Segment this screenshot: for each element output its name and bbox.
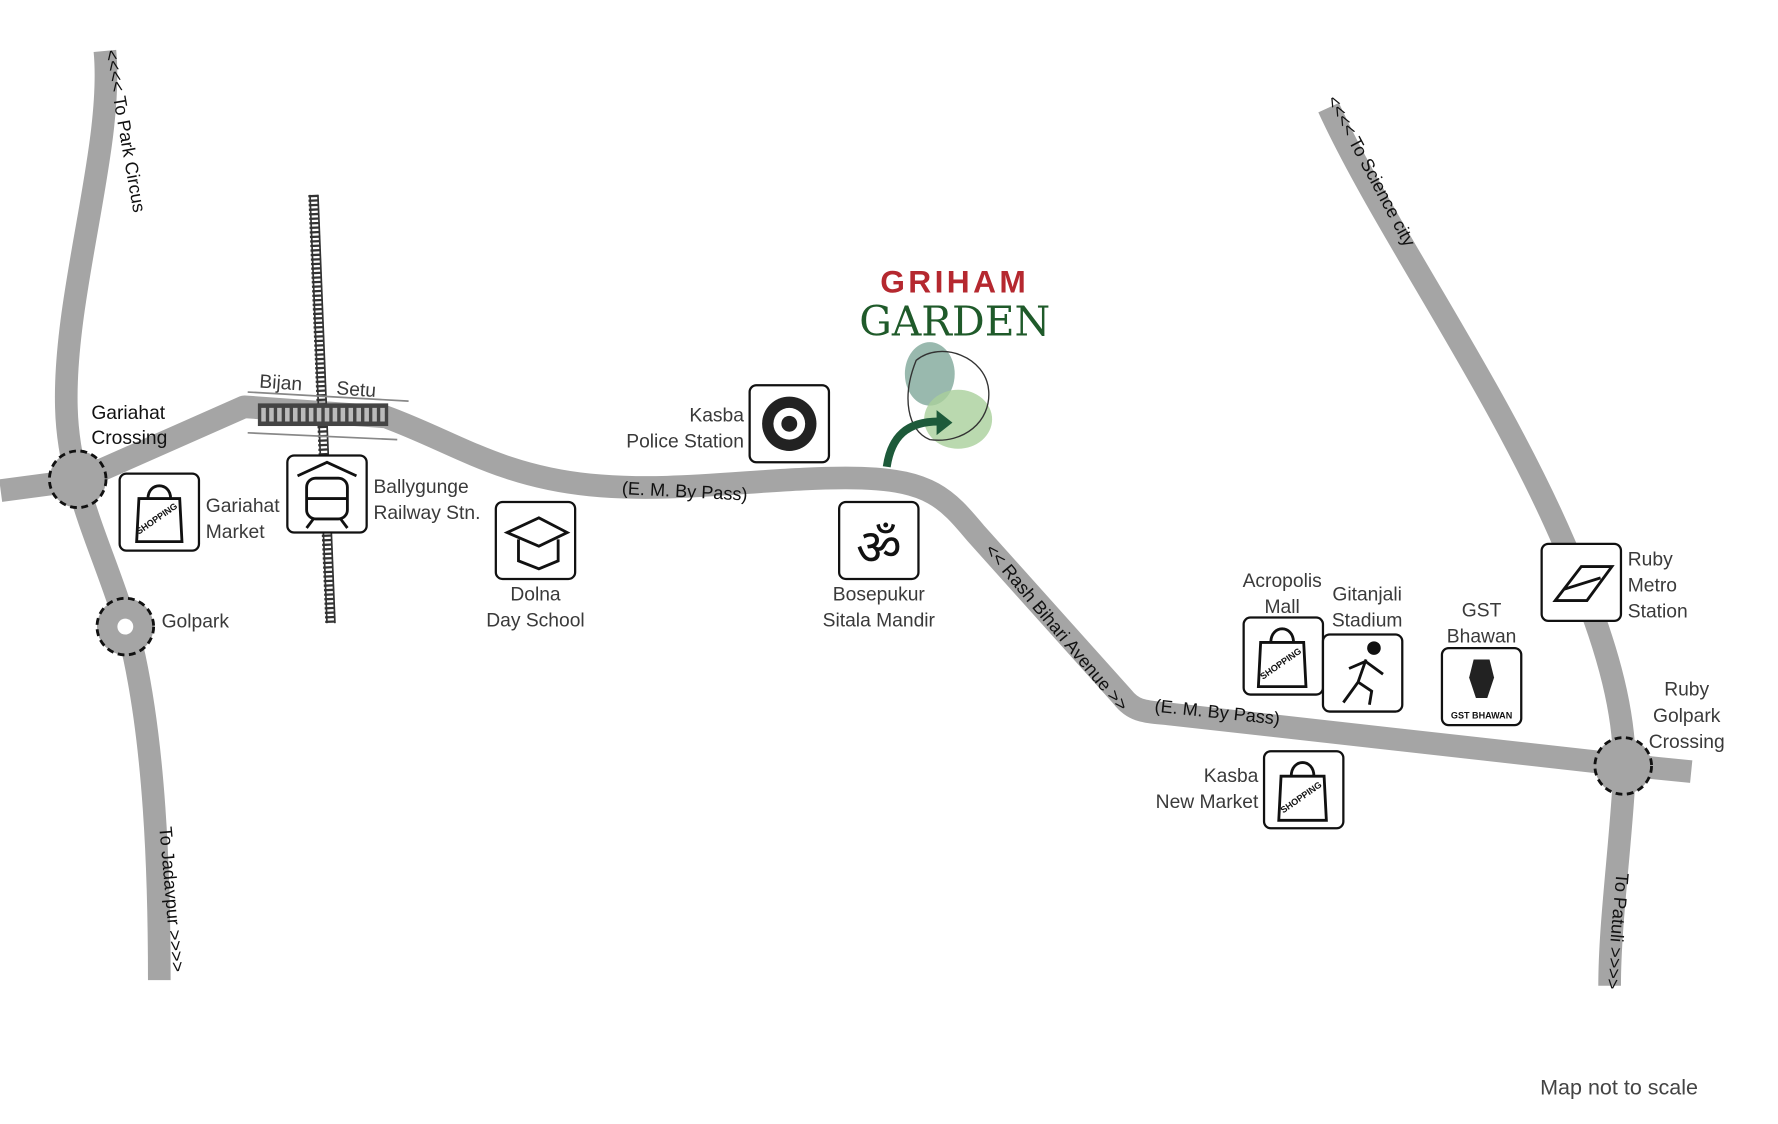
label-gariahat-crossing: Gariahat (91, 403, 165, 424)
shopping-icon-kasba-new-market: SHOPPING (1262, 750, 1345, 830)
road-em-bypass (0, 395, 1693, 783)
label-rash-bihari-avenue: << Rash Bihari Avenue >> (981, 540, 1132, 715)
golpark-center-dot (117, 618, 134, 635)
label-acropolis: Acropolis (1243, 571, 1322, 592)
bijan-setu-bridge: Bijan Setu (247, 372, 409, 441)
label-gst-2: Bhawan (1447, 626, 1517, 647)
label-ruby-metro-2: Metro (1628, 575, 1677, 596)
metro-icon (1540, 542, 1623, 623)
label-ruby-metro-3: Station (1628, 602, 1688, 623)
logo-line-1: GRIHAM (880, 263, 1029, 299)
label-kasba-new-market-2: New Market (1156, 792, 1259, 813)
shopping-icon-gariahat: SHOPPING (118, 472, 201, 552)
gariahat-crossing-marker (47, 449, 108, 510)
arrow-icon (882, 417, 939, 468)
label-ruby-golpark-3: Crossing (1649, 732, 1725, 753)
police-emblem-icon (748, 384, 831, 464)
school-icon (494, 500, 577, 581)
ruby-golpark-marker (1593, 736, 1653, 796)
label-gitanjali-2: Stadium (1332, 611, 1403, 632)
landmark-labels: Gariahat Crossing Gariahat Market Golpar… (91, 403, 1724, 813)
bridge-label-1: Bijan (259, 372, 303, 396)
label-golpark: Golpark (162, 612, 230, 633)
label-kasba-new-market: Kasba (1204, 766, 1259, 787)
bridge-label-2: Setu (336, 378, 377, 402)
road-park-circus-jadavpur (54, 49, 171, 981)
label-dolna: Dolna (510, 585, 561, 606)
label-ballygunge-2: Railway Stn. (373, 503, 480, 524)
label-ruby-golpark-2: Golpark (1653, 706, 1721, 727)
gst-emblem-icon: GST BHAWAN (1440, 646, 1523, 727)
label-gariahat-market-2: Market (206, 522, 265, 543)
svg-text:ॐ: ॐ (856, 518, 901, 576)
label-gitanjali: Gitanjali (1332, 585, 1402, 606)
label-gst: GST (1462, 600, 1502, 621)
crossings (47, 449, 1653, 796)
label-to-science-city: <<<< To Science city (1323, 92, 1420, 250)
label-bosepukur-2: Sitala Mandir (823, 611, 936, 632)
label-acropolis-2: Mall (1265, 597, 1300, 618)
label-ruby-golpark: Ruby (1664, 680, 1709, 701)
label-bosepukur: Bosepukur (833, 585, 926, 606)
label-kasba-police-2: Police Station (626, 432, 744, 453)
logo-line-2: GARDEN (859, 297, 1050, 345)
train-icon (286, 454, 368, 534)
shopping-icon-acropolis: SHOPPING (1242, 616, 1325, 696)
label-dolna-2: Day School (486, 611, 584, 632)
label-ballygunge: Ballygunge (373, 477, 468, 498)
running-stadium-icon (1321, 633, 1404, 713)
om-temple-icon: ॐ (838, 500, 920, 581)
griham-garden-logo: GRIHAM GARDEN (859, 263, 1050, 468)
label-gariahat-crossing-2: Crossing (91, 428, 167, 449)
label-ruby-metro: Ruby (1628, 549, 1673, 570)
map-scale-note: Map not to scale (1540, 1076, 1698, 1100)
label-kasba-police: Kasba (689, 406, 744, 427)
label-gariahat-market: Gariahat (206, 496, 280, 517)
gst-emblem-text: GST BHAWAN (1451, 710, 1512, 720)
